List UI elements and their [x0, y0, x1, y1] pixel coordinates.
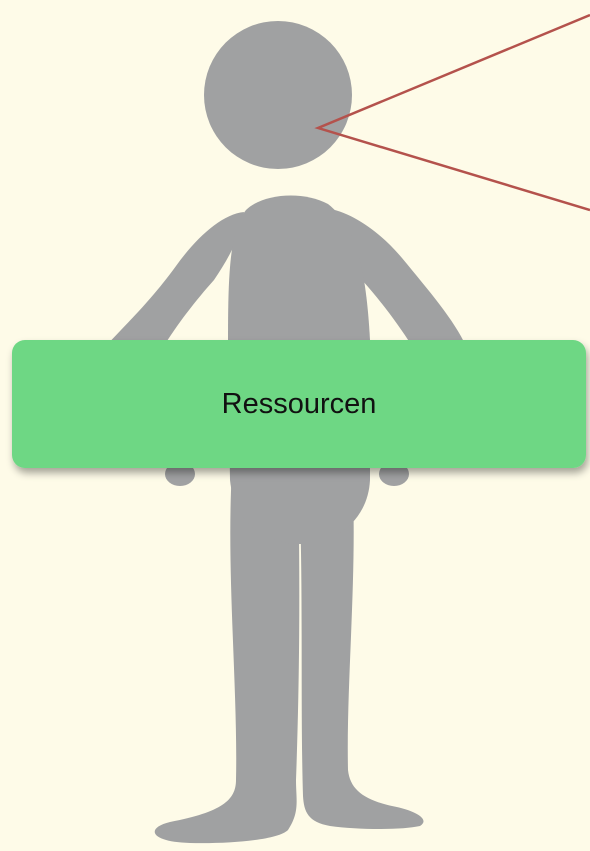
- resources-banner: [12, 340, 586, 468]
- head: [204, 21, 352, 169]
